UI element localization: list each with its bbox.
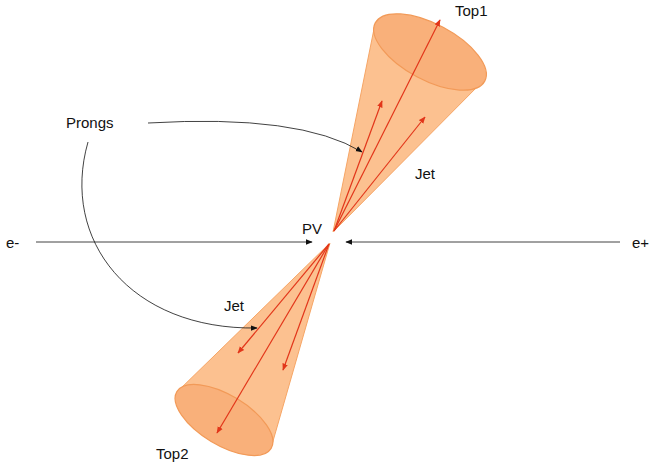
beam-line (346, 242, 620, 243)
jet-cone (333, 0, 498, 232)
part-label: Jet (415, 165, 435, 183)
leader-line (82, 142, 257, 328)
beam-label: e+ (632, 234, 649, 252)
part-label: Jet (224, 297, 244, 315)
part-label: Top1 (455, 2, 488, 20)
jet-cone (164, 243, 330, 465)
part-label: Top2 (156, 445, 189, 463)
leader-line (148, 121, 362, 152)
beam-label: e- (6, 234, 19, 252)
vertex-label: PV (302, 220, 322, 238)
beam-line (36, 242, 312, 243)
prong-track (217, 20, 440, 433)
callout-label: Prongs (66, 114, 114, 132)
